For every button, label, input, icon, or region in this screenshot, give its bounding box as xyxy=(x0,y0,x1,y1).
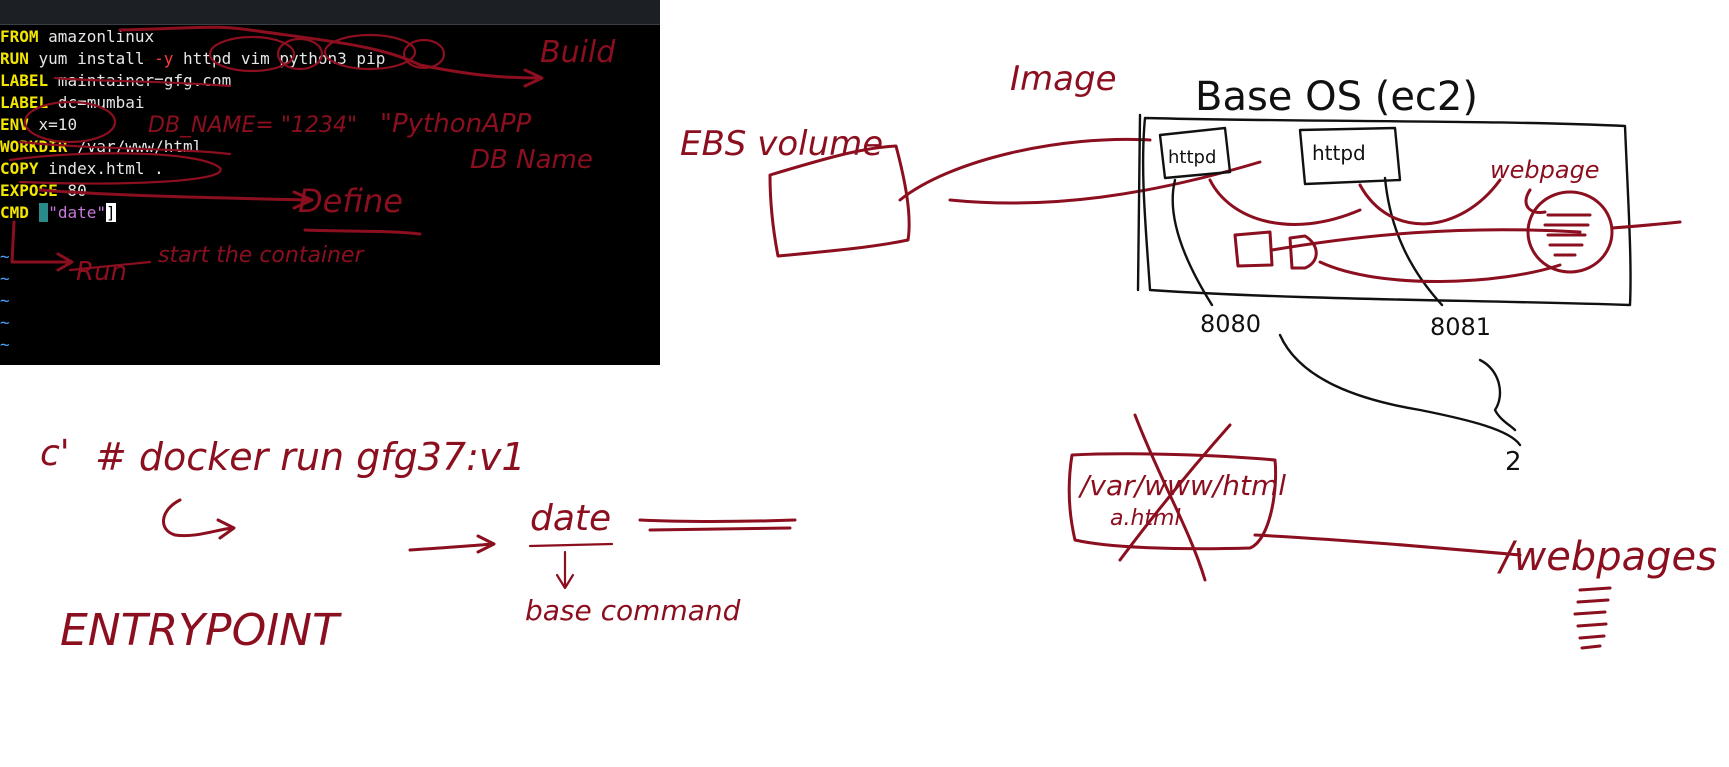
annotation-db-name-2: DB Name xyxy=(470,145,593,175)
define-underline xyxy=(303,228,422,236)
empty-line-marker: ~ xyxy=(0,269,10,288)
port-link-8081 xyxy=(1478,358,1517,432)
dockerfile-line: ENV x=10 xyxy=(0,115,78,134)
ebs-volume-box xyxy=(768,144,911,258)
inner-volume-2 xyxy=(1288,234,1318,270)
circle-vim xyxy=(276,37,324,71)
text-cursor: [ xyxy=(38,203,49,222)
annotation-build: Build xyxy=(540,35,616,70)
underline-workdir xyxy=(18,140,232,156)
date-strike xyxy=(638,518,797,532)
base-os-edge xyxy=(1136,113,1142,292)
underline-label xyxy=(53,76,232,88)
container-box-1 xyxy=(1158,126,1232,180)
annotation-c: c' xyxy=(40,433,70,474)
port-link-8080 xyxy=(1278,333,1522,447)
annotation-webpage: webpage xyxy=(1490,156,1600,184)
run-strike xyxy=(68,260,152,272)
empty-line-marker: ~ xyxy=(0,291,10,310)
annotation-date: date xyxy=(530,498,611,539)
entrypoint-hook-arrow xyxy=(162,498,236,540)
var-www-box xyxy=(1067,452,1278,551)
inner-volume-1 xyxy=(1233,230,1274,268)
build-arrow xyxy=(118,25,544,88)
circle-pip xyxy=(402,38,446,70)
dockerfile-line: EXPOSE 80 xyxy=(0,181,87,200)
circle-env xyxy=(23,100,117,144)
annotation-start-container: start the container xyxy=(158,243,366,268)
annotation-webpages: /webpages xyxy=(1497,534,1717,580)
empty-line-marker: ~ xyxy=(0,335,10,354)
annotation-ebs-volume: EBS volume xyxy=(680,124,883,164)
empty-line-marker: ~ xyxy=(0,247,10,266)
cross-out-stroke-2 xyxy=(1118,423,1232,562)
annotation-docker-run: # docker run gfg37:v1 xyxy=(95,435,526,479)
annotation-define: Define xyxy=(298,182,403,220)
circle-httpd xyxy=(208,35,296,73)
mount-link xyxy=(1270,228,1582,252)
dockerfile-editor[interactable]: FROM amazonlinux RUN yum install -y http… xyxy=(0,26,660,356)
port-label-8081: 8081 xyxy=(1430,313,1491,341)
dockerfile-line: CMD ["date"] xyxy=(0,203,116,222)
ebs-link xyxy=(898,137,1152,202)
bracket-match: ] xyxy=(105,203,116,222)
webpage-circle xyxy=(1526,190,1614,274)
annotation-python-app: "PythonAPP xyxy=(380,109,532,139)
dockerfile-line: FROM amazonlinux xyxy=(0,27,155,46)
dockerfile-line: WORKDIR /var/www/html xyxy=(0,137,203,156)
mount-arc-2 xyxy=(1358,178,1502,226)
annotation-run: Run xyxy=(76,257,127,287)
dockerfile-line: COPY index.html . xyxy=(0,159,164,178)
dockerfile-line: LABEL dc=mumbai xyxy=(0,93,145,112)
base-command-arrow xyxy=(555,550,575,590)
ebs-link-2 xyxy=(948,160,1262,205)
annotation-two: 2 xyxy=(1505,447,1522,477)
annotation-image: Image xyxy=(1010,59,1116,99)
annotation-base-command: base command xyxy=(525,594,741,627)
annotation-db-name: DB_NAME= "1234" xyxy=(148,113,357,138)
container-box-2 xyxy=(1298,126,1402,186)
port-line-8080 xyxy=(1171,178,1214,307)
base-os-box xyxy=(1141,116,1632,307)
var-www-link xyxy=(1253,533,1522,557)
circle-python3 xyxy=(323,33,417,71)
port-line-8081 xyxy=(1383,176,1444,307)
webpage-arrow xyxy=(1524,188,1547,215)
copy-loop xyxy=(8,152,222,185)
cross-out-stroke-1 xyxy=(1133,413,1207,582)
annotation-base-os: Base OS (ec2) xyxy=(1195,74,1478,120)
date-underline xyxy=(528,542,614,548)
dockerfile-line: LABEL maintainer=gfg.com xyxy=(0,71,232,90)
container-label-httpd-2: httpd xyxy=(1312,141,1366,165)
dockerfile-line: RUN yum install -y httpd vim python3 pip xyxy=(0,49,386,68)
run-arrow xyxy=(10,220,74,272)
empty-line-marker: ~ xyxy=(0,313,10,332)
webpages-lines xyxy=(1573,586,1612,650)
terminal-top-bar xyxy=(0,0,660,25)
mount-link-2 xyxy=(1318,260,1562,283)
container-label-httpd-1: httpd xyxy=(1168,147,1216,168)
webpage-lines xyxy=(1543,213,1592,257)
annotation-var-www-html: /var/www/html xyxy=(1077,469,1286,502)
define-arrow xyxy=(38,188,314,210)
annotation-entrypoint: ENTRYPOINT xyxy=(60,605,342,656)
port-label-8080: 8080 xyxy=(1200,310,1261,338)
mount-arc-1 xyxy=(1208,178,1362,226)
webpage-link xyxy=(1610,220,1682,230)
entrypoint-arrow xyxy=(408,534,496,554)
